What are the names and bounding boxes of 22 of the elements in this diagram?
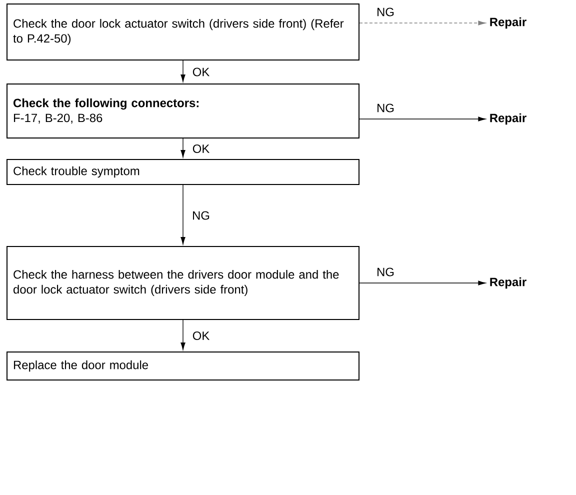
edge-label: NG: [191, 210, 211, 221]
arrow: [359, 20, 486, 26]
arrow: [359, 280, 486, 286]
process-box: Check trouble symptom: [6, 159, 360, 185]
edge-label: NG: [376, 102, 396, 114]
edge-label: OK: [191, 66, 211, 78]
edge-label: NG: [376, 6, 396, 18]
edge-label: NG: [376, 266, 396, 278]
edge-label: OK: [191, 144, 211, 154]
process-box: Replace the door module: [6, 352, 360, 380]
result-label: Repair: [490, 17, 526, 29]
result-label: Repair: [490, 277, 526, 289]
process-box: Check the following connectors: F-17, B-20, B-86: [6, 84, 360, 138]
process-box: Check the harness between the drivers door module and the door lock actuator switch (drivers side front): [6, 246, 360, 320]
arrow: [180, 184, 186, 244]
arrow: [180, 320, 186, 350]
arrow: [180, 60, 186, 82]
process-box: Check the door lock actuator switch (drivers side front) (Refer to P.42-50): [6, 4, 360, 60]
arrow: [359, 116, 486, 122]
result-label: Repair: [490, 113, 526, 125]
edge-label: OK: [191, 330, 211, 341]
arrow: [180, 138, 186, 158]
